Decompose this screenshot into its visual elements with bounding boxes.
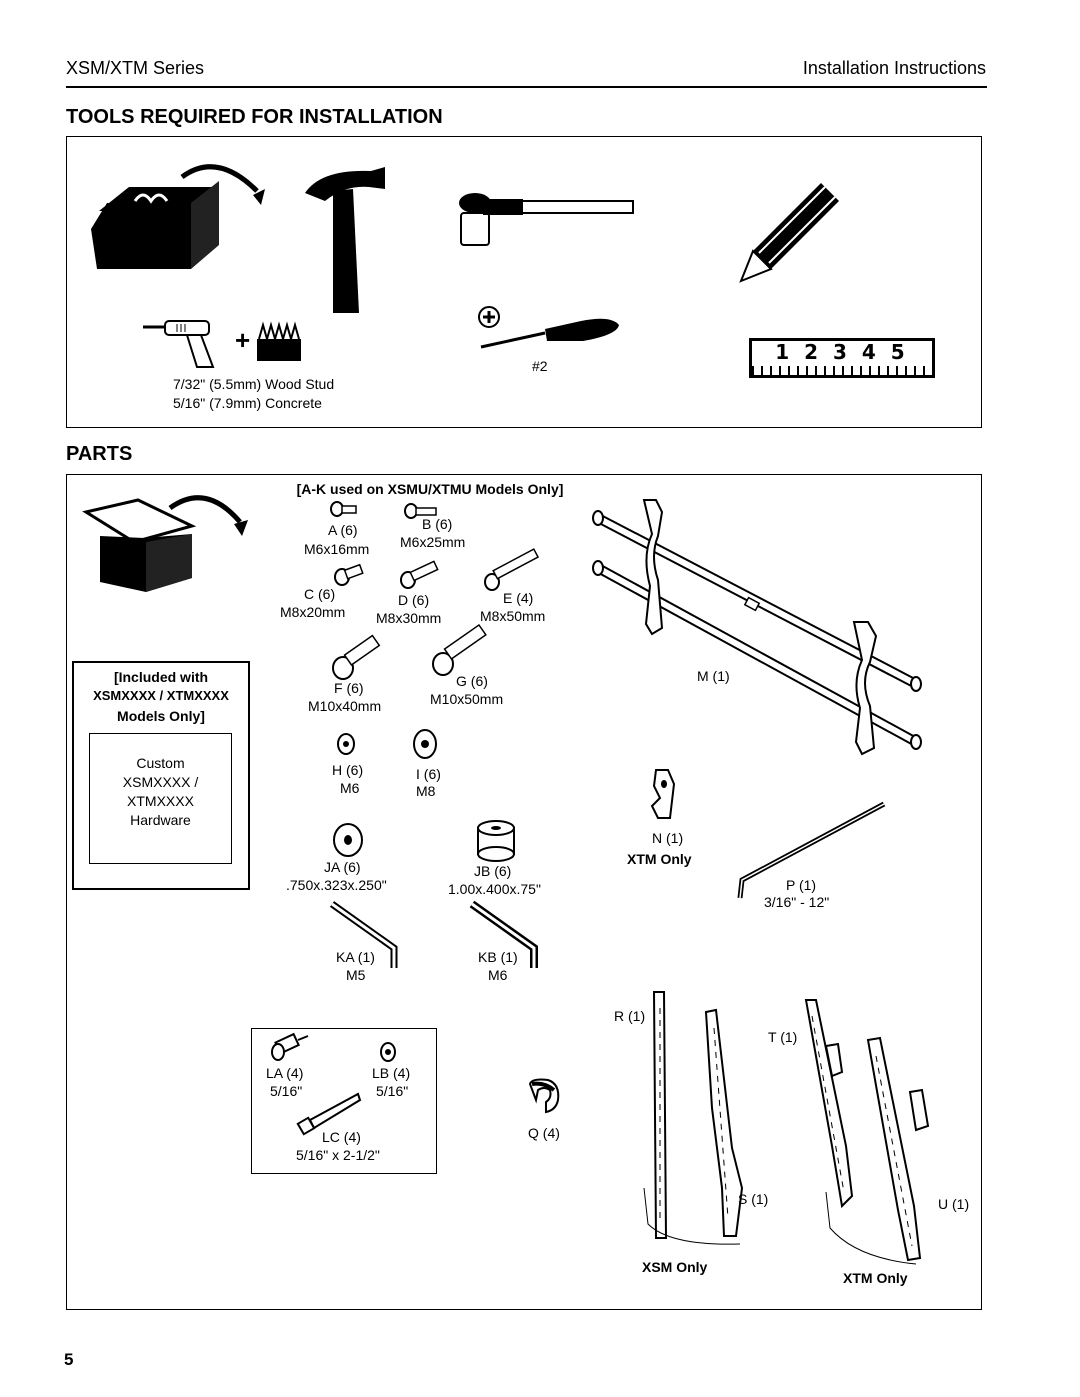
parts-box — [66, 474, 982, 1310]
part-d-size: M8x30mm — [376, 610, 442, 626]
drill-icon: + — [143, 320, 301, 368]
bracket-n-icon — [650, 769, 676, 819]
ak-heading: [A-K used on XSMU/XTMU Models Only] — [296, 481, 564, 497]
part-q-label: Q (4) — [528, 1125, 560, 1141]
part-h-label: H (6) — [332, 762, 364, 778]
bolt-a-icon — [330, 501, 357, 517]
spacer-ja-icon — [333, 823, 363, 857]
part-lc-label: LC (4) — [322, 1129, 361, 1145]
bolt-g-icon — [432, 623, 487, 676]
hex-key-kb-icon — [469, 900, 538, 968]
part-r-label: R (1) — [614, 1008, 646, 1024]
part-e-label: E (4) — [503, 590, 534, 606]
custom-hardware-box: Custom XSMXXXX / XTMXXXX Hardware — [89, 733, 232, 864]
part-ka-size: M5 — [346, 967, 366, 983]
hex-key-p-icon — [737, 801, 886, 899]
bolt-b-icon — [404, 503, 437, 519]
drill-concrete-label: 5/16" (7.9mm) Concrete — [173, 395, 322, 411]
washer-h-icon — [337, 733, 355, 755]
part-g-label: G (6) — [456, 673, 488, 689]
custom-line2: XSMXXXX / — [122, 774, 199, 790]
rails-m-icon — [592, 499, 922, 756]
part-a-label: A (6) — [328, 522, 358, 538]
xtm-only-note: XTM Only — [843, 1270, 908, 1286]
clip-q-icon — [528, 1078, 560, 1114]
part-a-size: M6x16mm — [304, 541, 370, 557]
header-rule — [66, 86, 987, 88]
tools-section-title: TOOLS REQUIRED FOR INSTALLATION — [66, 106, 443, 128]
part-ja-size: .750x.323x.250" — [286, 877, 387, 893]
screwdriver-label: #2 — [532, 358, 548, 374]
part-h-size: M6 — [340, 780, 360, 796]
document-title: Installation Instructions — [802, 58, 986, 78]
tools-box: + 7/32" (5.5mm) Wood Stud 5/16" (7.9mm) … — [66, 136, 982, 428]
parts-section-title: PARTS — [66, 443, 133, 465]
part-c-size: M8x20mm — [280, 604, 346, 620]
xsm-only-note: XSM Only — [642, 1259, 708, 1275]
custom-line3: XTMXXXX — [127, 793, 194, 809]
screwdriver-icon — [478, 306, 619, 349]
part-n-note: XTM Only — [627, 851, 692, 867]
part-t-label: T (1) — [768, 1029, 798, 1045]
part-la-label: LA (4) — [266, 1065, 304, 1081]
included-line2: XSMXXXX / XTMXXXX — [93, 688, 229, 703]
part-kb-label: KB (1) — [478, 949, 518, 965]
hex-key-ka-icon — [329, 901, 398, 968]
part-lc-size: 5/16" x 2-1/2" — [296, 1147, 380, 1163]
pencil-icon — [739, 183, 839, 283]
anchor-hardware-box — [251, 1028, 437, 1174]
part-la-size: 5/16" — [270, 1083, 303, 1099]
strips-tu-icon — [804, 999, 930, 1265]
part-lb-label: LB (4) — [372, 1065, 411, 1081]
included-line1: [Included with — [113, 669, 209, 685]
part-d-label: D (6) — [398, 592, 430, 608]
part-b-size: M6x25mm — [400, 534, 466, 550]
part-s-label: S (1) — [738, 1191, 769, 1207]
washer-i-icon — [413, 729, 437, 759]
page-number: 5 — [64, 1350, 74, 1369]
bolt-e-icon — [484, 548, 540, 591]
part-i-label: I (6) — [416, 766, 441, 782]
included-box: [Included with XSMXXXX / XTMXXXX Models … — [72, 661, 250, 890]
spacer-jb-icon — [477, 820, 515, 862]
part-f-label: F (6) — [334, 680, 364, 696]
part-e-size: M8x50mm — [480, 608, 546, 624]
anchor-la-icon — [271, 1032, 309, 1061]
svg-text:+: + — [235, 325, 250, 355]
custom-line4: Hardware — [130, 812, 191, 828]
bolt-d-icon — [400, 560, 439, 589]
part-p-size: 3/16" - 12" — [764, 894, 830, 910]
ruler-digits: 1 2 3 4 5 — [775, 340, 909, 364]
part-ja-label: JA (6) — [324, 859, 361, 875]
ruler-ticks — [752, 366, 932, 375]
part-i-size: M8 — [416, 783, 436, 799]
part-c-label: C (6) — [304, 586, 336, 602]
ruler-icon: 1 2 3 4 5 — [749, 338, 935, 378]
strips-rs-icon — [643, 991, 744, 1245]
shipping-box-icon — [82, 495, 248, 592]
part-jb-size: 1.00x.400x.75" — [448, 881, 541, 897]
part-g-size: M10x50mm — [430, 691, 504, 707]
series-title: XSM/XTM Series — [66, 58, 205, 78]
part-m-label: M (1) — [697, 668, 730, 684]
custom-line1: Custom — [136, 755, 185, 771]
lag-bolt-lc-icon — [296, 1092, 362, 1136]
part-p-label: P (1) — [786, 877, 817, 893]
hammer-icon — [305, 167, 385, 313]
drill-wood-label: 7/32" (5.5mm) Wood Stud — [173, 376, 335, 392]
bolt-c-icon — [334, 563, 364, 586]
part-u-label: U (1) — [938, 1196, 970, 1212]
part-jb-label: JB (6) — [474, 863, 512, 879]
ratchet-icon — [459, 193, 634, 246]
included-line3: Models Only] — [117, 708, 205, 724]
part-kb-size: M6 — [488, 967, 508, 983]
bolt-f-icon — [332, 634, 381, 680]
part-n-label: N (1) — [652, 830, 684, 846]
toolbox-icon — [91, 164, 265, 269]
part-ka-label: KA (1) — [336, 949, 375, 965]
part-b-label: B (6) — [422, 516, 453, 532]
part-lb-size: 5/16" — [376, 1083, 409, 1099]
washer-lb-icon — [380, 1042, 396, 1062]
part-f-size: M10x40mm — [308, 698, 382, 714]
